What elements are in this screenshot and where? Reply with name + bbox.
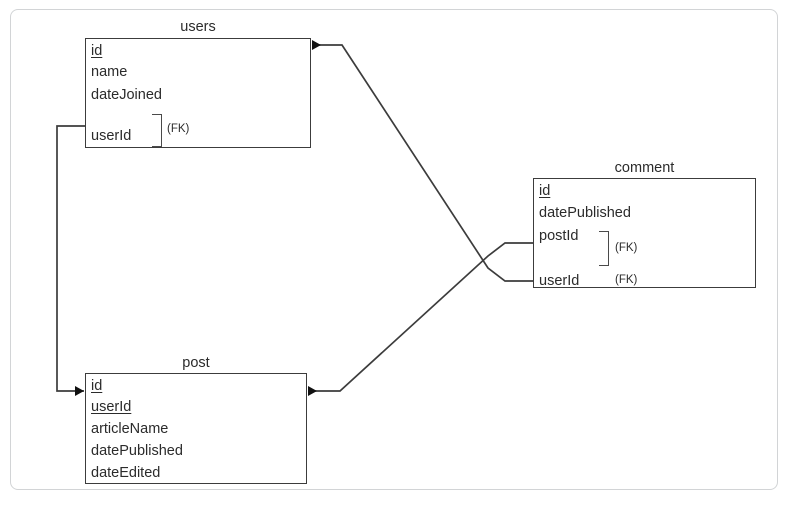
entity-comment-attr-postid: postId [539, 228, 579, 244]
entity-users[interactable] [85, 38, 311, 148]
entity-post-attr-userid: userId [91, 399, 132, 415]
entity-comment[interactable] [533, 178, 756, 288]
entity-post-attr-datepublished: datePublished [91, 443, 183, 459]
entity-users-attr-id: id [91, 43, 103, 59]
entity-users-fk-label-userid: (FK) [167, 123, 190, 135]
entity-comment-title: comment [614, 160, 675, 176]
entity-users-attr-name: name [91, 64, 128, 80]
entity-comment-fk-bracket [599, 231, 609, 266]
entity-post-title: post [182, 355, 210, 371]
entity-comment-fk-label-userid: (FK) [615, 274, 638, 286]
entity-comment-attr-userid: userId [539, 273, 580, 289]
entity-users-attr-datejoined: dateJoined [91, 87, 162, 103]
entity-post-attr-articlename: articleName [91, 421, 169, 437]
entity-comment-fk-label-postid: (FK) [615, 242, 638, 254]
entity-users-fk-bracket [152, 114, 162, 147]
entity-post[interactable] [85, 373, 307, 484]
entity-users-title: users [180, 19, 216, 35]
entity-users-attr-userid: userId [91, 128, 132, 144]
entity-comment-attr-datepublished: datePublished [539, 205, 631, 221]
entity-post-attr-id: id [91, 378, 103, 394]
entity-post-attr-dateedited: dateEdited [91, 465, 161, 481]
entity-comment-attr-id: id [539, 183, 551, 199]
